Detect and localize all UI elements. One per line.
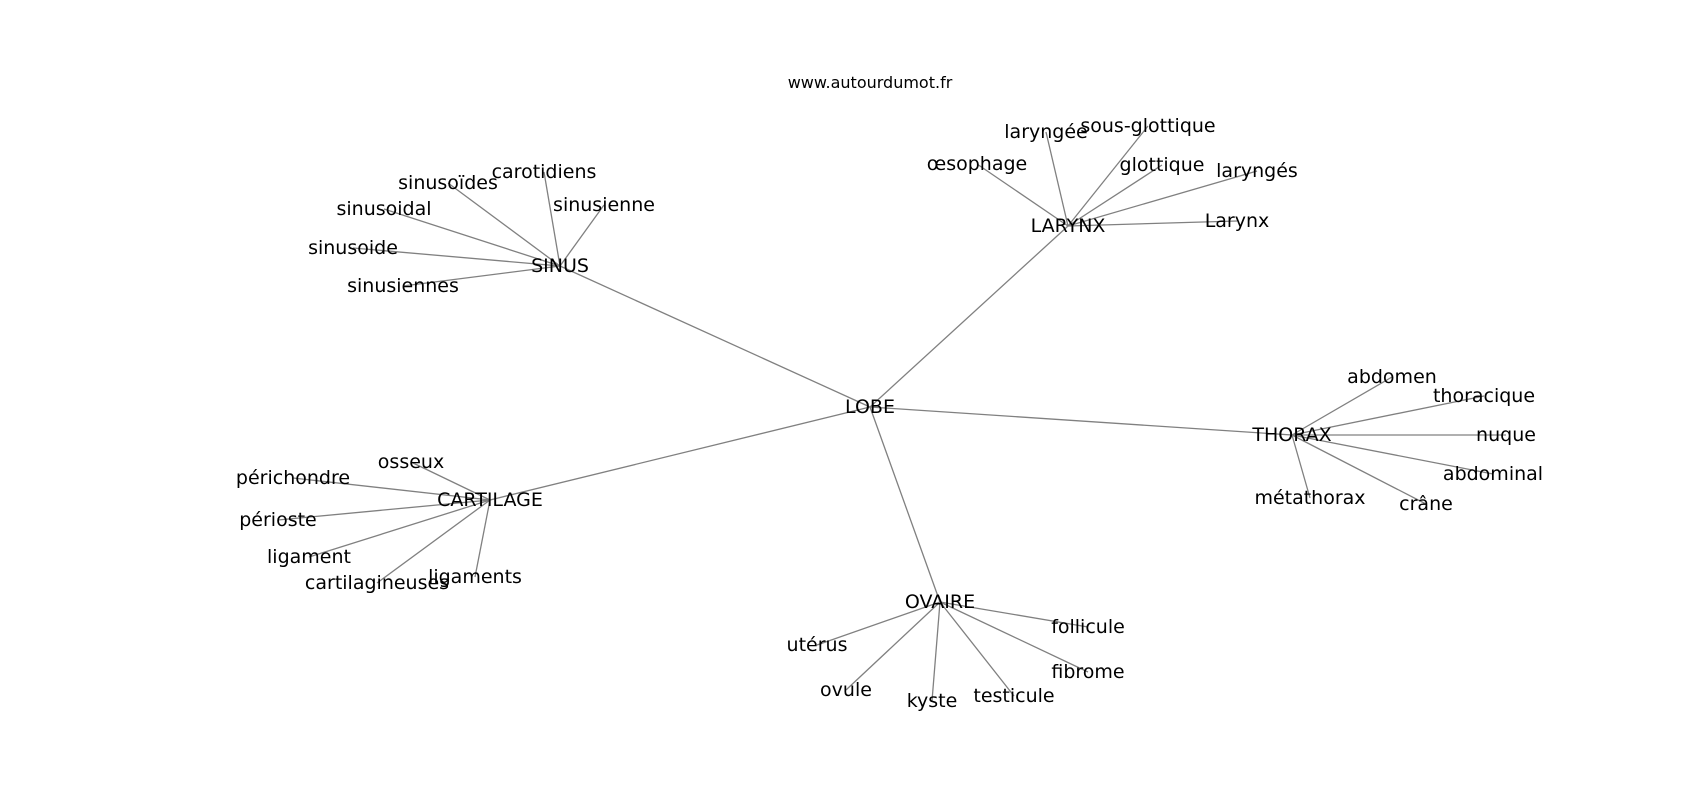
leaf-node-label: sous-glottique: [1080, 115, 1215, 137]
center-node-label: LOBE: [845, 396, 895, 418]
edge-hub-leaf: [402, 265, 561, 287]
hub-node-label: OVAIRE: [905, 591, 975, 613]
leaf-node-label: thoracique: [1433, 385, 1535, 407]
leaf-node-label: laryngés: [1216, 160, 1298, 182]
leaf-node-label: osseux: [378, 451, 444, 473]
edge-hub-leaf: [939, 601, 1089, 673]
leaf-node-label: abdomen: [1347, 366, 1437, 388]
leaf-node-label: périchondre: [236, 467, 350, 489]
edge-hub-leaf: [931, 601, 941, 702]
edge-hub-leaf: [447, 182, 561, 267]
leaf-node-label: sinusoide: [308, 237, 398, 259]
edge-hub-leaf: [1045, 131, 1069, 227]
leaf-node-label: sinusoidal: [336, 198, 431, 220]
leaf-node-label: laryngée: [1004, 121, 1087, 143]
edge-hub-leaf: [1067, 170, 1258, 227]
edge-hub-leaf: [352, 247, 561, 267]
edge-hub-leaf: [308, 499, 491, 558]
edge-hub-leaf: [559, 204, 605, 267]
leaf-node-label: ovule: [820, 679, 872, 701]
edge-hub-leaf: [1291, 434, 1494, 475]
edge-hub-leaf: [1291, 376, 1393, 436]
edge-hub-leaf: [277, 499, 491, 521]
leaf-node-label: follicule: [1051, 616, 1125, 638]
leaf-node-label: sinusiennes: [347, 275, 459, 297]
edge-hub-leaf: [939, 601, 1015, 697]
hub-node-label: LARYNX: [1031, 215, 1106, 237]
leaf-node-label: Larynx: [1205, 210, 1270, 232]
edge-hub-leaf: [1291, 395, 1485, 436]
edge-hub-leaf: [845, 601, 941, 691]
edge-hub-leaf: [474, 499, 491, 578]
leaf-node-label: glottique: [1120, 154, 1205, 176]
edge-center-hub: [869, 225, 1069, 408]
edge-hub-leaf: [939, 601, 1089, 628]
edge-center-hub: [559, 265, 871, 408]
edge-layer: [277, 125, 1506, 702]
leaf-node-label: nuque: [1476, 424, 1536, 446]
edge-hub-leaf: [976, 163, 1069, 227]
edge-center-hub: [869, 406, 1293, 436]
leaf-node-label: périoste: [239, 509, 317, 531]
leaf-node-label: crâne: [1399, 493, 1453, 515]
leaf-node-label: utérus: [787, 634, 848, 656]
leaf-node-label: abdominal: [1443, 463, 1543, 485]
hub-node-label: THORAX: [1251, 424, 1331, 446]
hub-node-label: CARTILAGE: [437, 489, 543, 511]
source-url-title: www.autourdumot.fr: [788, 73, 953, 92]
edge-hub-leaf: [1067, 125, 1149, 227]
leaf-node-label: sinusoïdes: [398, 172, 498, 194]
edge-center-hub: [869, 406, 941, 603]
leaf-node-label: ligaments: [428, 566, 522, 588]
leaf-node-label: sinusienne: [553, 194, 655, 216]
edge-center-hub: [489, 406, 871, 501]
edge-hub-leaf: [376, 499, 491, 584]
leaf-node-label: métathorax: [1254, 487, 1365, 509]
hub-node-label: SINUS: [531, 255, 589, 277]
edge-hub-leaf: [1067, 220, 1238, 227]
edge-hub-leaf: [1067, 164, 1163, 227]
edge-hub-leaf: [816, 601, 941, 646]
leaf-node-label: fibrome: [1051, 661, 1124, 683]
edge-hub-leaf: [410, 461, 491, 501]
leaf-node-label: carotidiens: [492, 161, 597, 183]
edge-hub-leaf: [383, 208, 561, 267]
edge-hub-leaf: [1291, 434, 1311, 499]
leaf-node-label: ligament: [267, 546, 351, 568]
leaf-node-label: œsophage: [927, 153, 1027, 175]
edge-hub-leaf: [292, 477, 491, 501]
edge-hub-leaf: [1291, 434, 1427, 505]
edge-hub-leaf: [543, 171, 561, 267]
leaf-node-label: kyste: [907, 690, 958, 712]
leaf-node-label: testicule: [973, 685, 1054, 707]
leaf-node-label: cartilagineuses: [305, 572, 449, 594]
